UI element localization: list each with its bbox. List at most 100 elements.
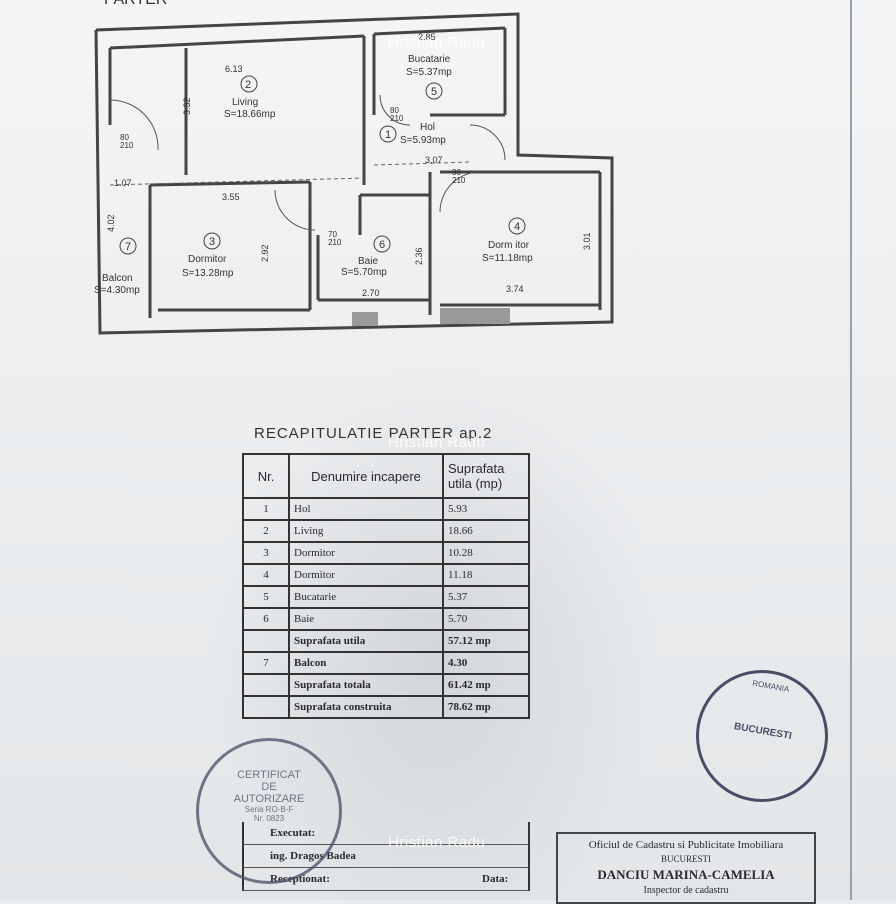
room-name: Hol <box>420 122 435 133</box>
dimension: 3.74 <box>506 284 524 294</box>
recap-title: RECAPITULATIE PARTER ap.2 <box>254 425 493 442</box>
room-area: S=11.18mp <box>482 253 533 264</box>
dimension: 2.70 <box>362 288 380 298</box>
watermark: Hristian Radu <box>388 834 486 851</box>
room-name: Living <box>232 97 258 108</box>
room-name: Baie <box>358 256 378 267</box>
stamp-text: ROMANIA <box>751 678 790 694</box>
room-num: 1 <box>385 129 391 141</box>
door-label: 80 <box>452 168 461 177</box>
dimension: 2.85 <box>418 32 436 42</box>
room-area: S=4.30mp <box>94 285 140 296</box>
cell-name: Bucatarie <box>288 585 444 609</box>
cell-nr: 3 <box>242 541 290 565</box>
floor-plan: PARTER <box>94 0 614 335</box>
stamp-text: BUCURESTI <box>733 721 793 743</box>
cell-val: 5.70 <box>442 607 530 631</box>
room-area: S=13.28mp <box>182 268 234 279</box>
door-label: 210 <box>390 114 404 123</box>
stamp-text: Seria RO-B-F <box>244 805 294 814</box>
office-stamp: ROMANIA BUCURESTI <box>685 659 839 813</box>
cell-name: Dormitor <box>288 563 444 587</box>
cell-nr: 4 <box>242 563 290 587</box>
door-label: 210 <box>452 176 466 185</box>
cell-val: 18.66 <box>442 519 530 543</box>
watermark: Hristian Radu <box>388 434 486 451</box>
dimension: 3.01 <box>582 232 592 250</box>
room-name: Dorm itor <box>488 240 530 251</box>
room-num: 4 <box>514 221 520 233</box>
stamp-text: CERTIFICAT <box>237 769 301 781</box>
cell-nr: 7 <box>242 651 290 675</box>
cell-val: 5.93 <box>442 497 530 521</box>
room-num: 3 <box>209 236 215 248</box>
dimension: 3.32 <box>182 97 192 115</box>
watermark: Hristian Radu <box>388 34 486 51</box>
room-name: Dormitor <box>188 254 227 265</box>
dimension: 6.13 <box>225 64 243 74</box>
cell-name: Dormitor <box>288 541 444 565</box>
door-label: 80 <box>390 106 399 115</box>
dimension: 3.55 <box>222 192 240 202</box>
dimension: 2.92 <box>260 244 270 262</box>
plan-header: PARTER <box>104 0 167 8</box>
dimension: 4.02 <box>106 214 116 232</box>
cell-val: 5.37 <box>442 585 530 609</box>
room-area: S=5.93mp <box>400 135 446 146</box>
cell-val: 11.18 <box>442 563 530 587</box>
door-label: 70 <box>328 230 337 239</box>
room-num: 6 <box>379 239 385 251</box>
header-name: Denumire incapere <box>288 453 444 499</box>
door-label: 210 <box>120 141 134 150</box>
cell-nr: 2 <box>242 519 290 543</box>
office-name: DANCIU MARINA-CAMELIA <box>597 867 775 882</box>
cell-name: Living <box>288 519 444 543</box>
cell-val: 78.62 mp <box>442 695 530 719</box>
certificate-stamp: CERTIFICAT DE AUTORIZARE Seria RO-B-F Nr… <box>196 738 342 884</box>
header-area: Suprafata utila (mp) <box>442 453 530 499</box>
cell-nr <box>242 673 290 697</box>
office-line: BUCURESTI <box>660 854 711 864</box>
header-nr: Nr. <box>242 453 290 499</box>
room-area: S=5.70mp <box>341 267 387 278</box>
cell-val: 57.12 mp <box>442 629 530 653</box>
office-line: Oficiul de Cadastru si Publicitate Imobi… <box>588 839 784 851</box>
door-label: 210 <box>328 238 342 247</box>
door-label: 80 <box>120 133 129 142</box>
room-num: 5 <box>431 86 437 98</box>
cell-val: 4.30 <box>442 651 530 675</box>
cell-name: Suprafata construita <box>288 695 444 719</box>
room-name: Balcon <box>102 273 133 284</box>
cell-val: 61.42 mp <box>442 673 530 697</box>
cell-nr <box>242 629 290 653</box>
date-label: Data: <box>482 873 509 885</box>
dimension: 3.07 <box>425 155 443 165</box>
table-header-row: Nr. Denumire incapere Suprafata utila (m… <box>242 453 530 499</box>
room-area: S=5.37mp <box>406 67 452 78</box>
office-box: Oficiul de Cadastru si Publicitate Imobi… <box>556 832 816 904</box>
room-num: 2 <box>245 79 251 91</box>
cell-name: Balcon <box>288 651 444 675</box>
stamp-text: Nr. 0823 <box>253 814 285 823</box>
cell-nr: 5 <box>242 585 290 609</box>
room-num: 7 <box>125 241 131 253</box>
room-area: S=18.66mp <box>224 109 276 120</box>
recap-table: Nr. Denumire incapere Suprafata utila (m… <box>242 453 530 719</box>
office-line: Inspector de cadastru <box>643 885 729 896</box>
stamp-text: AUTORIZARE <box>233 793 305 805</box>
cell-name: Suprafata utila <box>288 629 444 653</box>
page-edge <box>850 0 852 900</box>
cell-nr <box>242 695 290 719</box>
cell-nr: 6 <box>242 607 290 631</box>
room-name: Bucatarie <box>408 54 451 65</box>
